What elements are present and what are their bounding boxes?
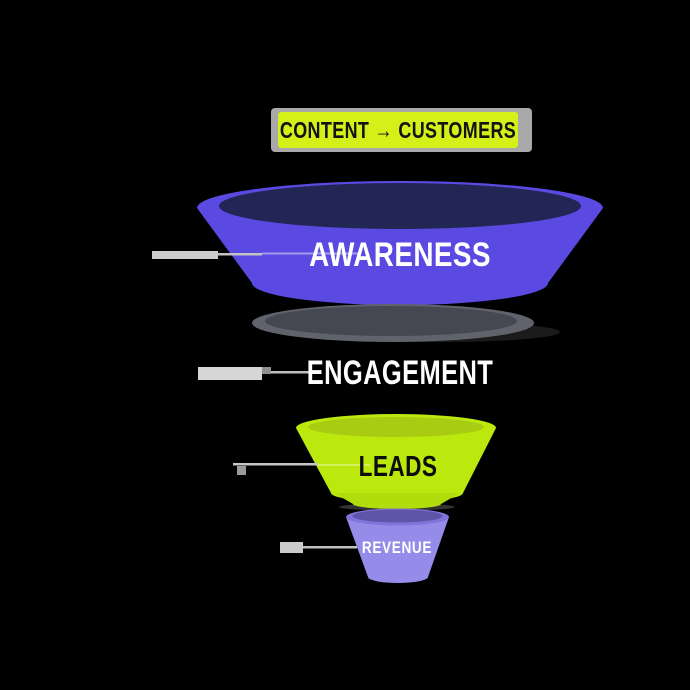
- leads-funnel-opening: [308, 417, 484, 437]
- title-badge-label: CONTENT → CUSTOMERS: [279, 116, 517, 143]
- leader-rule-awareness: [218, 253, 262, 256]
- engagement-disk-top: [265, 306, 517, 336]
- stage-revenue: [346, 508, 449, 583]
- leader-line-leads: [233, 463, 370, 475]
- revenue-funnel-body: [346, 517, 449, 583]
- stage-awareness: [197, 181, 603, 305]
- leader-rule-leads-overlay: [318, 464, 370, 466]
- leader-block-awareness: [152, 251, 218, 259]
- leader-line-awareness: [152, 251, 358, 259]
- stage-label-revenue: REVENUE: [361, 538, 433, 557]
- leader-lines: [152, 251, 370, 553]
- leader-block-engagement: [198, 367, 262, 380]
- leads-funnel-body: [296, 414, 496, 502]
- leader-rule-awareness-overlay: [262, 252, 358, 255]
- leader-line-revenue: [280, 542, 357, 553]
- revenue-funnel-opening: [352, 509, 443, 523]
- leads-funnel-tip: [334, 493, 460, 509]
- leader-rule-engagement: [271, 371, 320, 374]
- leader-rule-revenue: [303, 546, 357, 549]
- stage-label-awareness: AWARENESS: [309, 235, 491, 274]
- title-badge: [271, 108, 532, 152]
- stage-engagement: [252, 304, 560, 342]
- stage-label-engagement: ENGAGEMENT: [306, 353, 494, 392]
- stage-leads: [296, 414, 496, 511]
- awareness-funnel-opening: [219, 183, 581, 229]
- leader-rule-leads: [233, 463, 318, 466]
- title-badge-background: [278, 112, 518, 148]
- leader-tick-engagement: [262, 367, 271, 374]
- leader-block-revenue: [280, 542, 303, 553]
- stage-label-leads: LEADS: [358, 450, 438, 483]
- leader-line-engagement: [198, 367, 320, 380]
- leader-tick-leads: [237, 466, 246, 475]
